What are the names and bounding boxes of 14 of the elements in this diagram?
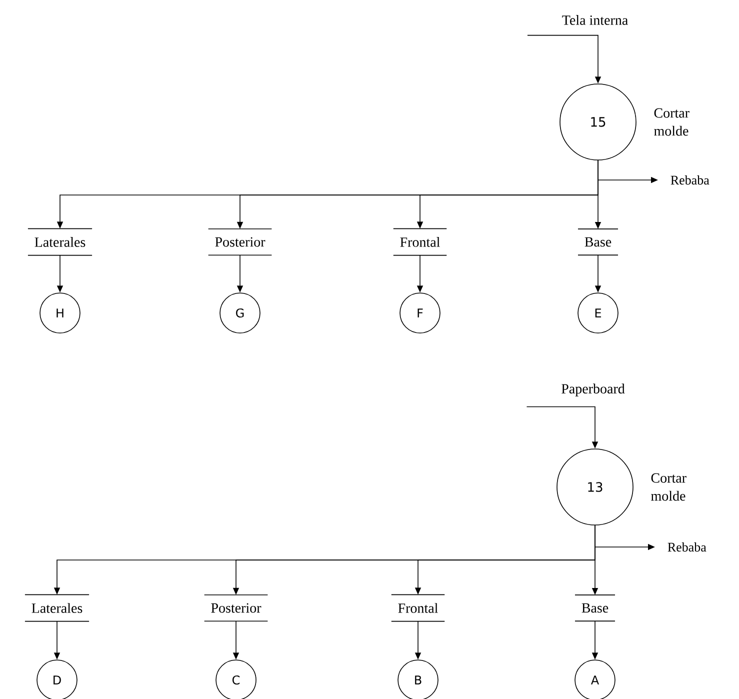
part-bar: Frontal	[390, 594, 446, 622]
part-bar: Base	[578, 228, 618, 256]
output-label: Rebaba	[668, 542, 706, 552]
part-bar: Posterior	[208, 228, 272, 256]
operation-name: Cortar molde	[654, 108, 690, 136]
input-label: Tela interna	[562, 15, 628, 25]
part-bar: Laterales	[28, 228, 92, 256]
operation-name: Cortar molde	[651, 473, 686, 501]
output-label: Rebaba	[670, 175, 710, 185]
part-bar: Posterior	[204, 594, 268, 622]
part-bar: Laterales	[24, 594, 90, 622]
part-bar: Base	[574, 594, 616, 622]
part-bar: Frontal	[392, 228, 448, 256]
input-label: Paperboard	[562, 384, 625, 396]
